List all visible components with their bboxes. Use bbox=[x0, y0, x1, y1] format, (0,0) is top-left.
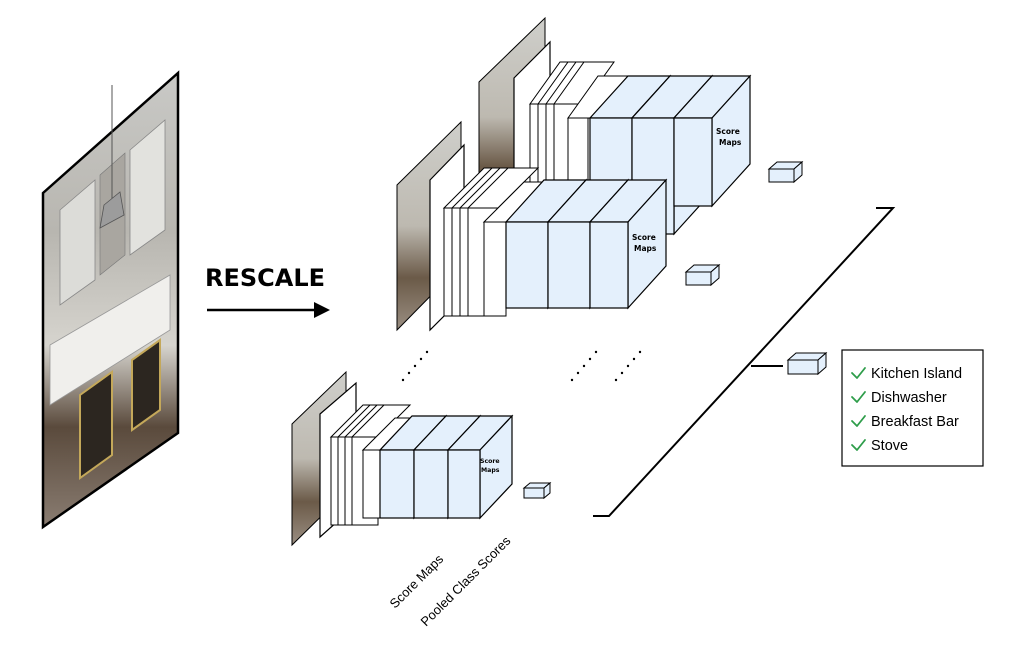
aggregation-bracket bbox=[593, 207, 896, 517]
result-label: Stove bbox=[871, 438, 908, 454]
rescale-arrow bbox=[207, 302, 330, 318]
result-item: Breakfast Bar bbox=[851, 414, 959, 430]
check-icon bbox=[851, 415, 866, 427]
result-label: Breakfast Bar bbox=[871, 414, 959, 430]
result-label: Dishwasher bbox=[871, 390, 947, 406]
result-label: Kitchen Island bbox=[871, 366, 962, 382]
check-icon bbox=[851, 367, 866, 379]
result-item: Kitchen Island bbox=[851, 366, 962, 382]
result-item: Stove bbox=[851, 438, 908, 454]
rescale-label: RESCALE bbox=[205, 264, 325, 292]
check-icon bbox=[851, 391, 866, 403]
check-icon bbox=[851, 439, 866, 451]
final-score-box bbox=[786, 351, 828, 376]
input-image bbox=[41, 70, 180, 530]
pooled-class-scores-axis-label: Pooled Class Scores bbox=[418, 533, 514, 629]
ellipsis-dots bbox=[401, 350, 642, 382]
result-item: Dishwasher bbox=[851, 390, 947, 406]
